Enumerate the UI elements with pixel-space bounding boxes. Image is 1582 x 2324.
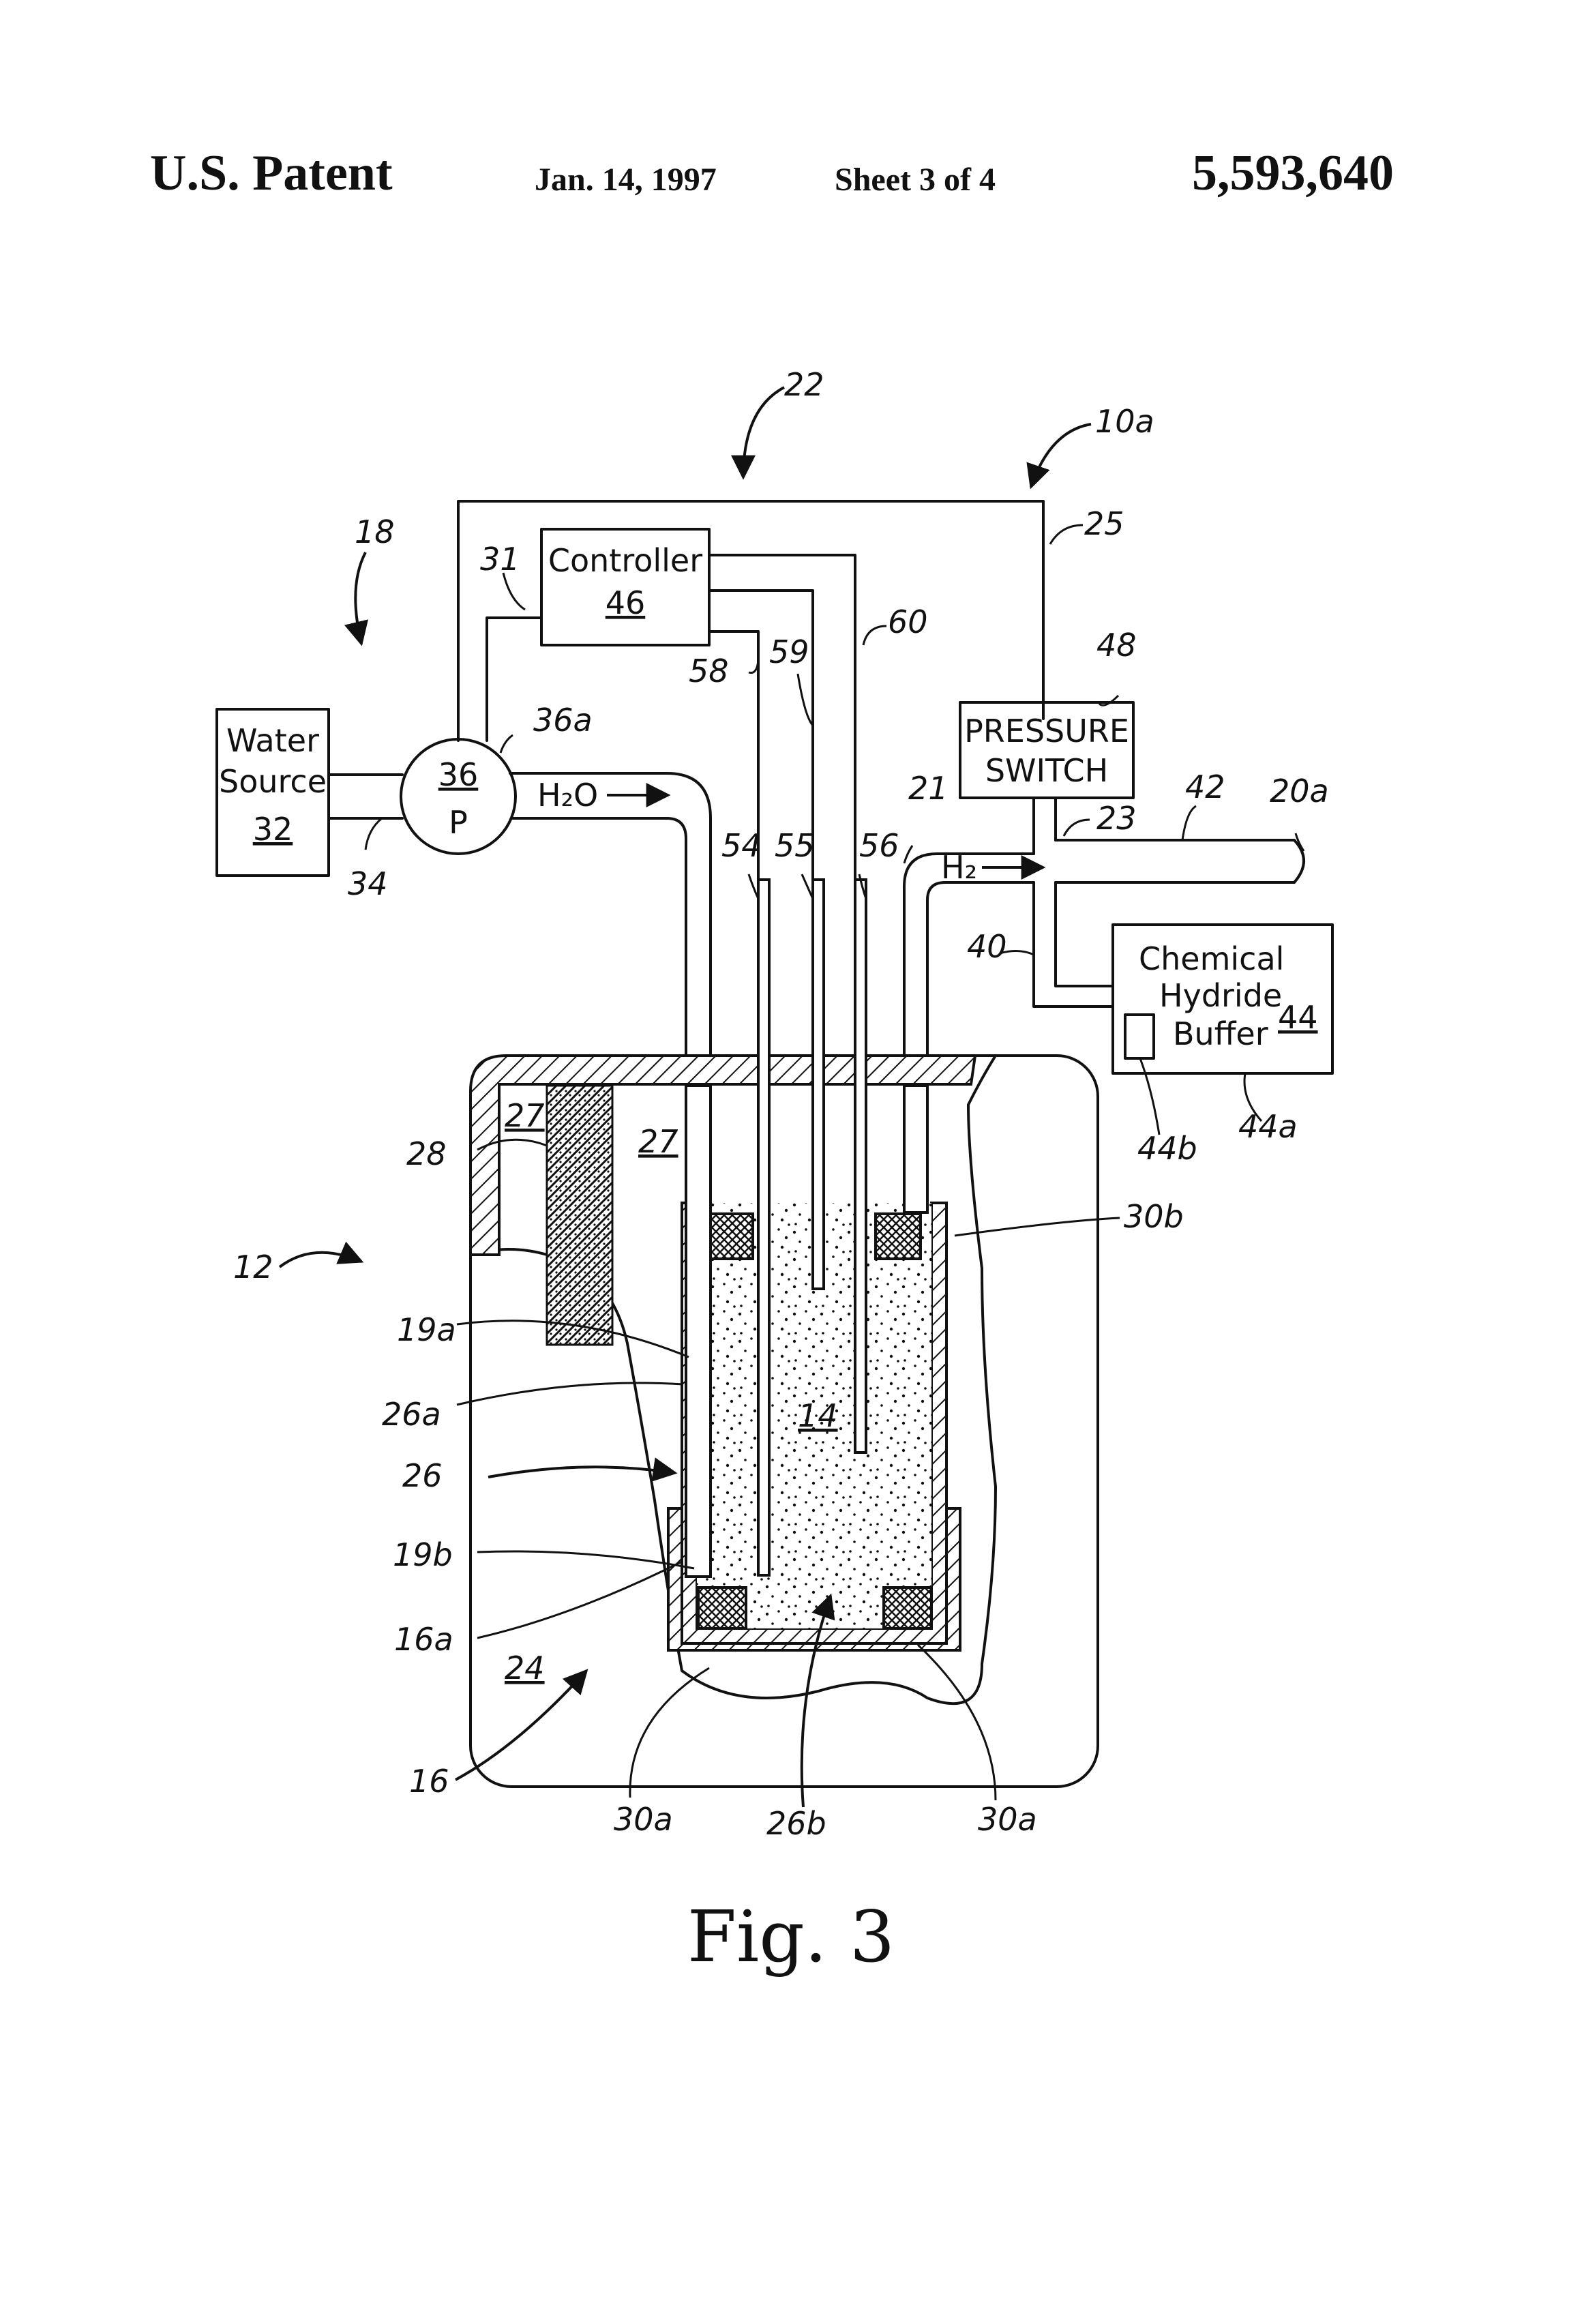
ref-16a: 16a [394,1621,453,1658]
line-40 [1034,882,1111,1007]
ref-44a: 44a [1238,1108,1298,1145]
ref-19b: 19b [393,1536,453,1573]
seal-30b-left [709,1214,753,1259]
ref-60: 60 [888,604,928,640]
seal-30a-left [698,1588,746,1628]
ref-55: 55 [775,827,815,864]
water-flow-label: H₂O [537,777,598,814]
pump-letter: P [449,804,468,841]
controller-label: Controller [548,542,702,579]
filter-28 [547,1086,612,1345]
h2-flow-label: H₂ [941,849,977,886]
ref-30b: 30b [1124,1198,1184,1235]
ref-12: 12 [233,1249,273,1285]
ref-30a-right: 30a [978,1801,1037,1838]
ref-28: 28 [406,1135,447,1172]
ref-18: 18 [355,513,395,550]
seal-30a-right [884,1588,931,1628]
ref-34: 34 [348,865,388,902]
ref-26b: 26b [766,1805,826,1842]
ref-25: 25 [1084,505,1124,542]
seal-30b-right [876,1214,921,1259]
buffer-label-1: Chemical [1139,940,1284,977]
arrow-10a [1031,424,1091,487]
arrow-12 [280,1253,361,1267]
ref-42: 42 [1185,769,1225,805]
ref-30a-left: 30a [614,1801,673,1838]
ref-26a: 26a [382,1396,441,1433]
figure-caption: Fig. 3 [687,1895,895,1978]
pump-number: 36 [438,756,479,793]
ref-27-chamber-a: 27 [505,1097,545,1134]
ref-16: 16 [409,1763,449,1800]
ref-23: 23 [1096,800,1137,837]
ref-44b: 44b [1137,1130,1197,1167]
ref-31: 31 [480,541,520,578]
ref-40: 40 [967,928,1007,965]
buffer-number: 44 [1278,999,1318,1036]
outlet-end [1294,840,1304,882]
arrow-22 [743,387,784,477]
water-source-number: 32 [253,811,293,848]
ref-58: 58 [689,653,729,689]
ref-36a: 36a [533,702,593,739]
pressure-tap [1034,798,1056,854]
pressure-switch-label-2: SWITCH [985,752,1108,789]
ref-59: 59 [769,634,809,670]
ref-14: 14 [798,1397,838,1434]
ref-20a: 20a [1270,773,1329,809]
water-source-label-1: Water [226,722,319,759]
water-source-label-2: Source [219,763,327,800]
buffer-sensor-44b [1125,1015,1154,1058]
buffer-label-3: Buffer [1173,1015,1268,1052]
ref-24: 24 [505,1650,545,1686]
arrow-26 [488,1467,675,1477]
ref-27-chamber-b: 27 [638,1123,678,1160]
ref-54: 54 [721,827,762,864]
arrow-18 [355,552,365,644]
ref-19a: 19a [397,1311,456,1348]
buffer-label-2: Hydride [1159,977,1282,1014]
ref-21: 21 [908,770,949,807]
controller-number: 46 [606,584,646,621]
ref-10a: 10a [1095,403,1154,440]
pressure-switch-label-1: PRESSURE [964,713,1129,749]
ref-22: 22 [784,366,824,403]
ref-26: 26 [402,1457,443,1494]
ref-56: 56 [859,827,899,864]
ref-48: 48 [1096,627,1137,664]
